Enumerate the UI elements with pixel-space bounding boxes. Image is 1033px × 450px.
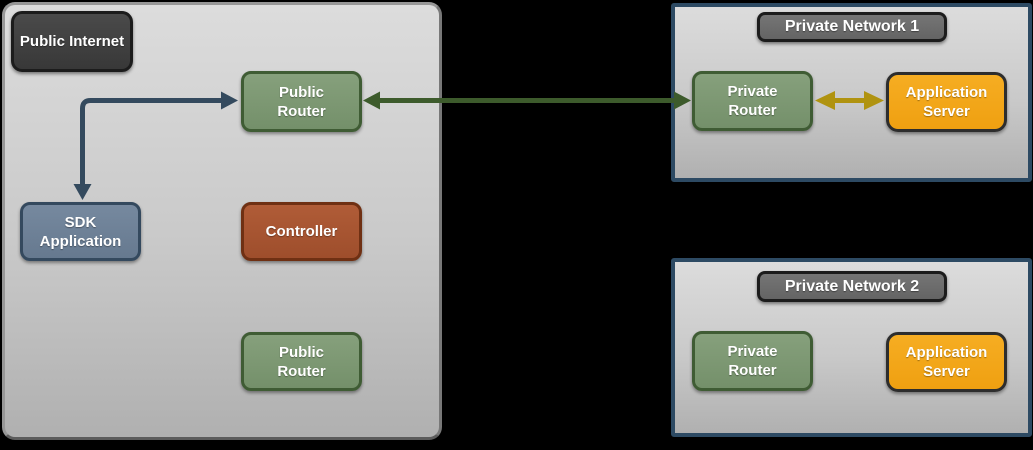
public-internet-zone: Public Internet Public Router SDK Applic… (2, 2, 442, 440)
node-public-router-bottom: Public Router (241, 332, 362, 391)
private-network-2-zone: Private Network 2 Private Router Applica… (671, 258, 1032, 437)
node-public-router-top: Public Router (241, 71, 362, 132)
private-network-2-label: Private Network 2 (757, 271, 947, 302)
node-private-router-2: Private Router (692, 331, 813, 391)
node-application-server-2: Application Server (886, 332, 1007, 392)
public-internet-label: Public Internet (11, 11, 133, 72)
node-sdk-application: SDK Application (20, 202, 141, 261)
node-application-server-1: Application Server (886, 72, 1007, 132)
node-private-router-1: Private Router (692, 71, 813, 131)
node-controller: Controller (241, 202, 362, 261)
private-network-1-zone: Private Network 1 Private Router Applica… (671, 3, 1032, 182)
private-network-1-label: Private Network 1 (757, 12, 947, 42)
